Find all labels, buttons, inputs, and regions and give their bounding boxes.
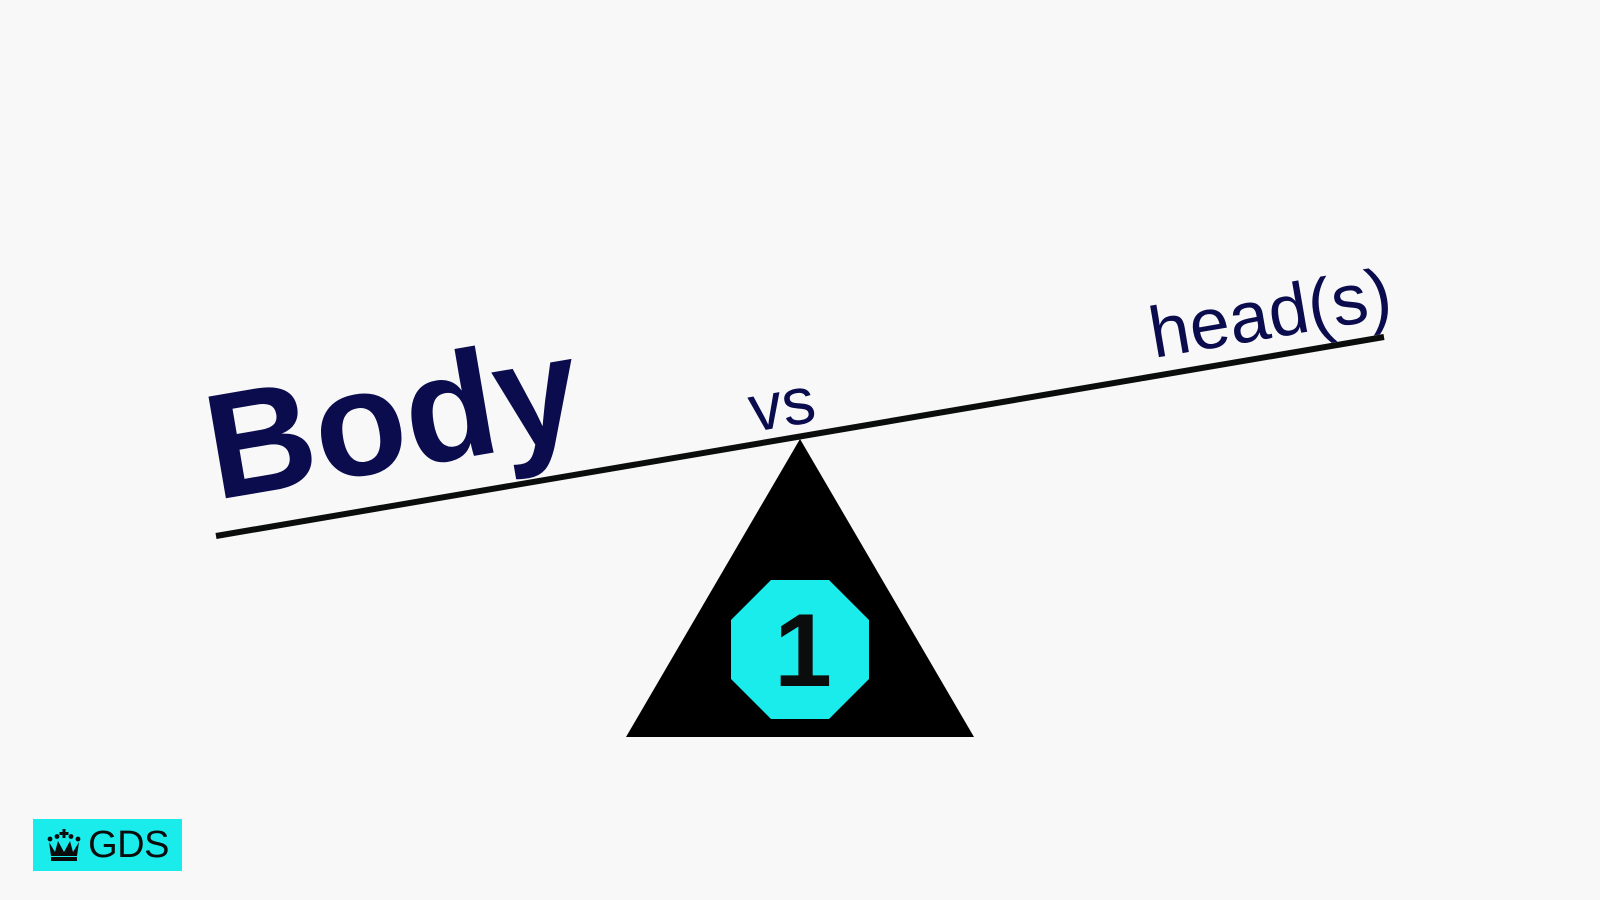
crown-icon xyxy=(47,829,81,861)
badge-number: 1 xyxy=(774,593,832,709)
seesaw-beam xyxy=(215,334,1385,539)
gds-logo: GDS xyxy=(33,819,182,871)
number-badge xyxy=(731,580,869,719)
word-body: Body xyxy=(193,303,591,532)
word-vs: vs xyxy=(743,362,821,446)
logo-text: GDS xyxy=(88,824,169,866)
